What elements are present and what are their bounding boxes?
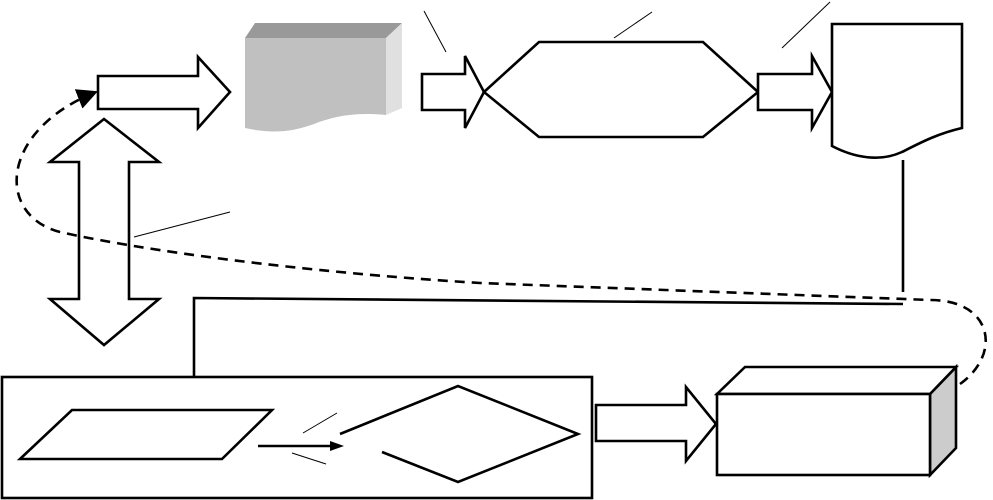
output-document [830,22,964,159]
dashed-feedback-loop [15,89,987,386]
annotation-tick-1 [423,10,447,53]
gray-block-front [245,38,386,132]
storage-box [713,363,960,479]
process-hexagon [482,40,760,139]
decision-diamond [339,384,582,484]
io-parallelogram [16,408,276,461]
return-connector [192,296,904,398]
annotation-line-left [133,211,231,238]
annotation-tick-4 [302,412,338,434]
annotation-tick-5 [291,452,327,465]
gray-block-top [245,23,402,38]
annotation-tick-2 [613,11,653,39]
block-arrow-to-process [420,55,486,129]
block-arrow-input [96,53,232,132]
block-arrow-to-box [594,383,718,465]
decision-arrowhead [330,441,344,451]
double-headed-arrow [46,117,163,347]
storage-box-top [713,365,960,396]
block-arrow-to-document [756,50,834,134]
annotation-tick-3 [781,1,831,49]
gray-document-block [245,23,402,132]
storage-box-front [715,392,932,477]
gray-block-side [386,23,402,115]
